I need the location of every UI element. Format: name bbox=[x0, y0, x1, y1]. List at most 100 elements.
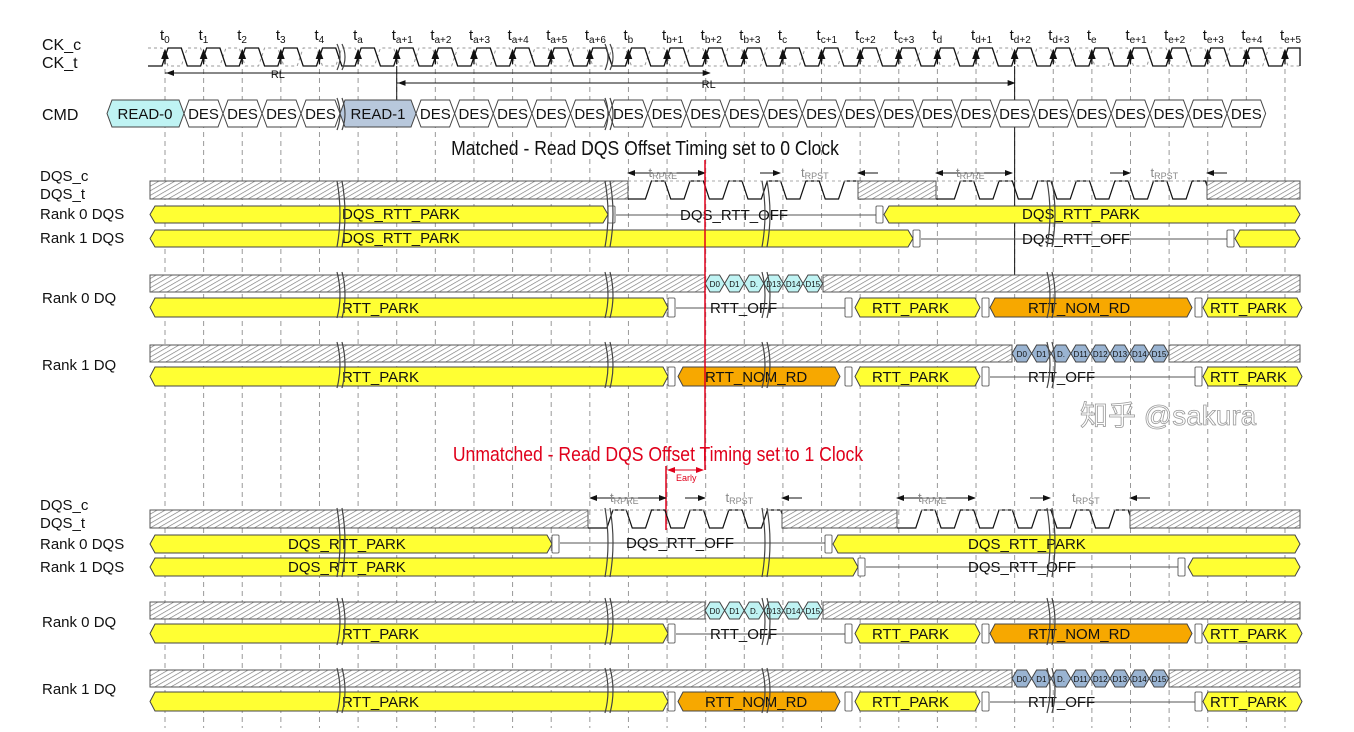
rank1-dqs-park-label: DQS_RTT_PARK bbox=[342, 230, 460, 247]
clock-edge-label: td bbox=[932, 27, 942, 46]
data-beat-label: D0 bbox=[710, 280, 721, 289]
data-beat-label: D. bbox=[1057, 350, 1065, 359]
dqs1-hatched bbox=[149, 180, 629, 200]
rank0-dq-off-label: RTT_OFF bbox=[710, 300, 777, 317]
clock-edge-label: ta+1 bbox=[392, 27, 414, 46]
data-beat-label: D12 bbox=[1093, 675, 1108, 684]
transition-marker bbox=[844, 366, 853, 387]
break-marker bbox=[761, 597, 771, 646]
section-title-matched: Matched - Read DQS Offset Timing set to … bbox=[451, 137, 839, 159]
clock-edge-label: tb+1 bbox=[662, 27, 684, 46]
rank1-dqs-park bbox=[149, 229, 914, 248]
cmd-break bbox=[604, 97, 614, 131]
rank1-dq-park-3 bbox=[1202, 366, 1303, 387]
trpst-4-label: tRPST bbox=[1072, 490, 1100, 506]
transition-marker bbox=[551, 534, 560, 554]
transition-marker bbox=[981, 366, 990, 387]
transition-marker bbox=[1194, 623, 1203, 644]
cmd-des-label: DES bbox=[497, 106, 528, 123]
clock-edge-label: t1 bbox=[199, 27, 209, 46]
rank0-dq-label-1: Rank 0 DQ bbox=[42, 290, 116, 307]
rank0-dqs2-park-label: DQS_RTT_PARK bbox=[288, 536, 406, 553]
break-marker bbox=[761, 341, 771, 389]
ck-t-label: CK_t bbox=[42, 55, 78, 72]
clock-edge-label: td+3 bbox=[1048, 27, 1070, 46]
break-marker bbox=[604, 180, 614, 248]
break-marker bbox=[336, 271, 346, 319]
rank1-dq-park-3-label: RTT_PARK bbox=[1210, 369, 1287, 386]
cmd-des-label: DES bbox=[188, 106, 219, 123]
data-beat-label: D. bbox=[750, 280, 758, 289]
rank1-dq2-park-2 bbox=[854, 691, 981, 712]
data-beat-label: D14 bbox=[1132, 675, 1147, 684]
transition-marker bbox=[1194, 297, 1203, 318]
cmd-des-label: DES bbox=[536, 106, 567, 123]
trpst-3-label: tRPST bbox=[726, 490, 754, 506]
clock-edge-label: tb+2 bbox=[701, 27, 723, 46]
cmd-des bbox=[1226, 99, 1267, 128]
cmd-des-label: DES bbox=[613, 106, 644, 123]
rank1-dq-nom bbox=[677, 366, 841, 387]
transition-marker bbox=[824, 534, 833, 554]
transition-marker bbox=[981, 623, 990, 644]
break-marker bbox=[1046, 507, 1056, 578]
data-beat-label: D0 bbox=[1017, 675, 1028, 684]
data-beat-label: D1 bbox=[729, 607, 740, 616]
dqs1-toggle bbox=[628, 180, 865, 200]
rank1-dqs2-park bbox=[149, 557, 859, 577]
data-beat-label: D15 bbox=[1152, 350, 1167, 359]
transition-marker bbox=[844, 297, 853, 318]
trpst-1-label: tRPST bbox=[801, 165, 829, 181]
rl-label-read1: RL bbox=[702, 79, 716, 91]
ck-c-label: CK_c bbox=[42, 37, 81, 54]
transition-marker bbox=[981, 297, 990, 318]
rank0-dqs2-park-2 bbox=[832, 534, 1301, 554]
section-title-unmatched: Unmatched - Read DQS Offset Timing set t… bbox=[453, 443, 864, 465]
cmd-des-label: DES bbox=[845, 106, 876, 123]
dqs2-hatched bbox=[149, 509, 589, 529]
data-beat-label: D11 bbox=[1074, 675, 1089, 684]
dqs-t-label: DQS_t bbox=[40, 515, 86, 532]
break-marker bbox=[336, 180, 346, 248]
break-marker bbox=[604, 667, 614, 714]
undefined-state bbox=[149, 601, 706, 620]
undefined-state bbox=[149, 274, 706, 293]
rank0-dq-park-label: RTT_PARK bbox=[342, 300, 419, 317]
clock-edge-label: tc+1 bbox=[817, 27, 838, 46]
clock-edge-label: te+4 bbox=[1241, 27, 1263, 46]
transition-marker bbox=[667, 691, 676, 712]
ck-waveform-complement bbox=[148, 47, 1301, 67]
rank0-dqs2-park-2-label: DQS_RTT_PARK bbox=[968, 536, 1086, 553]
rank0-dqs-park-2-label: DQS_RTT_PARK bbox=[1022, 206, 1140, 223]
clock-break bbox=[336, 43, 346, 71]
break-marker bbox=[1046, 341, 1056, 389]
rank1-dqs-label-2: Rank 1 DQS bbox=[40, 559, 124, 576]
clock-edge-label: te+3 bbox=[1203, 27, 1225, 46]
rank1-dq2-park-label: RTT_PARK bbox=[342, 694, 419, 711]
clock-edge-label: ta bbox=[353, 27, 363, 46]
data-beat-label: D13 bbox=[766, 607, 781, 616]
break-marker bbox=[1046, 597, 1056, 646]
clock-edge-label: tb bbox=[623, 27, 633, 46]
transition-marker bbox=[667, 297, 676, 318]
undefined-state bbox=[822, 274, 1301, 293]
clock-edge-label: te+5 bbox=[1280, 27, 1302, 46]
clock-edge-label: te bbox=[1087, 27, 1097, 46]
dqs-c-label: DQS_c bbox=[40, 168, 89, 185]
rank1-dq2-park-3-label: RTT_PARK bbox=[1210, 694, 1287, 711]
ck-waveform bbox=[148, 47, 1301, 67]
transition-marker bbox=[844, 623, 853, 644]
rank1-dq2-off-label: RTT_OFF bbox=[1028, 694, 1095, 711]
rank1-dqs2-park-2 bbox=[1187, 557, 1301, 577]
clock-edge-label: te+1 bbox=[1126, 27, 1148, 46]
rank0-dqs-label-1: Rank 0 DQS bbox=[40, 206, 124, 223]
break-marker bbox=[1046, 180, 1056, 248]
data-beat-label: D11 bbox=[1074, 350, 1089, 359]
clock-edge-label: tc+2 bbox=[855, 27, 876, 46]
transition-marker bbox=[667, 623, 676, 644]
early-label: Early bbox=[676, 473, 697, 483]
trpst-2-label: tRPST bbox=[1151, 165, 1179, 181]
data-beat-label: D13 bbox=[1112, 350, 1127, 359]
trpre-3-label: tRPRE bbox=[610, 490, 639, 506]
break-marker bbox=[761, 507, 771, 578]
